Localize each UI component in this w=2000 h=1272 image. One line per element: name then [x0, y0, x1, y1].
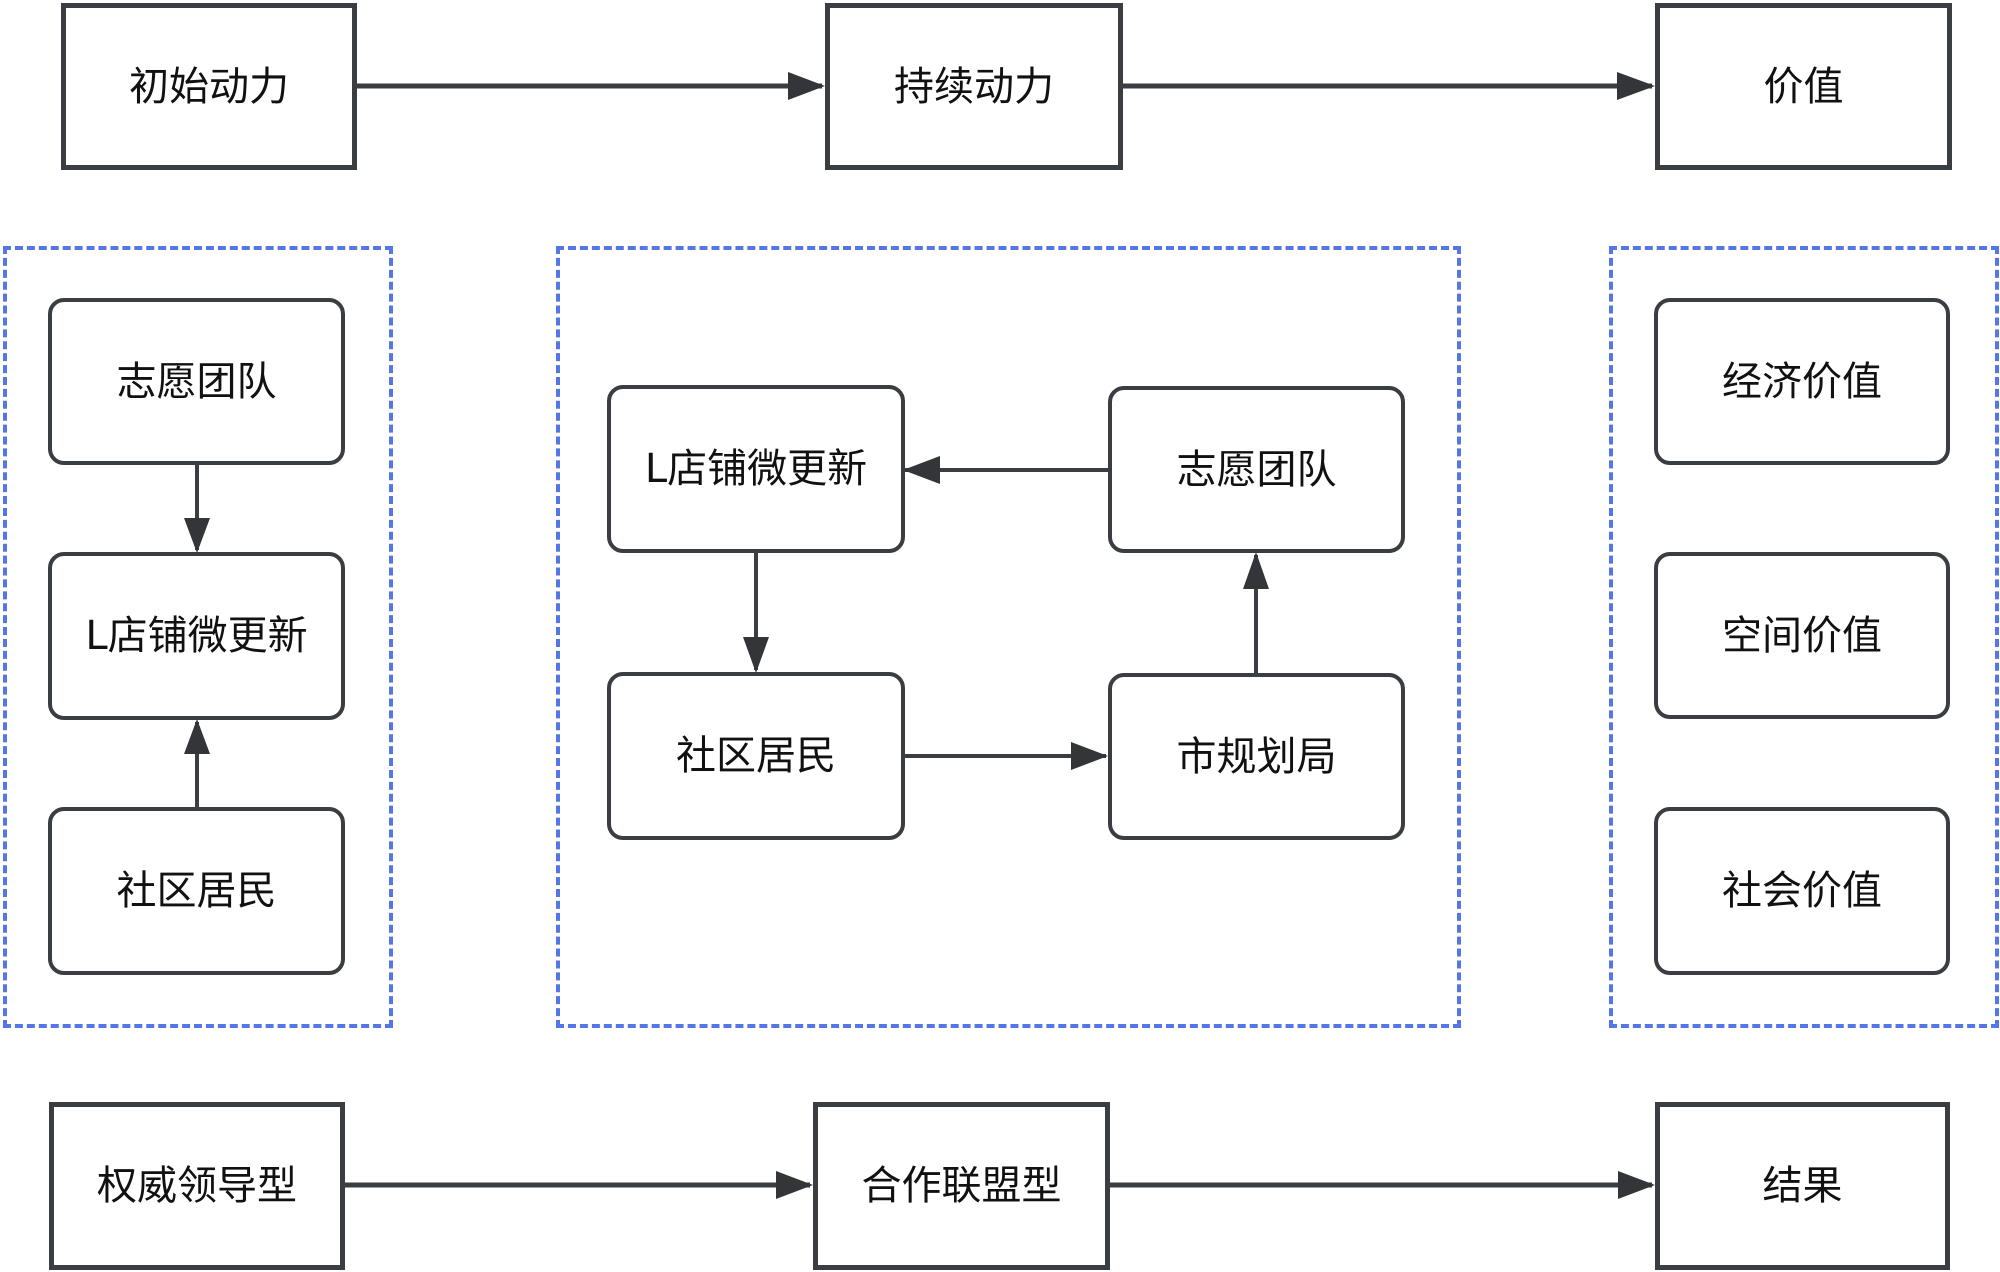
node-label: 价值	[1763, 63, 1844, 110]
node-result[interactable]: 结果	[1655, 1102, 1950, 1270]
node-label: 志愿团队	[1176, 446, 1337, 493]
left-group-frame	[3, 246, 393, 1028]
arrowhead-sustained-to-value	[1617, 72, 1655, 100]
node-center-community-residents[interactable]: 社区居民	[607, 672, 905, 840]
node-center-shop-micro-renewal[interactable]: L店铺微更新	[607, 385, 905, 553]
right-group-frame	[1609, 246, 1999, 1028]
node-center-planning-bureau[interactable]: 市规划局	[1108, 673, 1405, 840]
node-label: 结果	[1762, 1163, 1843, 1209]
node-sustained-driving-force[interactable]: 持续动力	[825, 3, 1123, 170]
node-label: 社区居民	[116, 868, 277, 914]
node-label: L店铺微更新	[85, 613, 308, 659]
node-center-volunteer-team[interactable]: 志愿团队	[1108, 386, 1405, 553]
arrowhead-authority-to-alliance	[776, 1171, 813, 1199]
node-economic-value[interactable]: 经济价值	[1654, 298, 1950, 465]
node-left-volunteer-team[interactable]: 志愿团队	[48, 298, 345, 465]
node-label: 社会价值	[1722, 868, 1882, 914]
node-label: 志愿团队	[116, 358, 277, 405]
node-spatial-value[interactable]: 空间价值	[1654, 552, 1950, 719]
node-label: 空间价值	[1722, 612, 1882, 659]
node-label: L店铺微更新	[644, 446, 868, 492]
node-label: 经济价值	[1722, 358, 1882, 405]
node-left-community-residents[interactable]: 社区居民	[48, 807, 345, 975]
node-left-shop-micro-renewal[interactable]: L店铺微更新	[48, 552, 345, 720]
center-group-frame	[556, 246, 1461, 1028]
node-social-value[interactable]: 社会价值	[1654, 807, 1950, 975]
arrowhead-initial-to-sustained	[788, 72, 825, 100]
arrowhead-alliance-to-result	[1618, 1171, 1655, 1199]
node-label: 权威领导型	[97, 1163, 297, 1209]
node-authority-leadership-type[interactable]: 权威领导型	[49, 1102, 345, 1270]
node-cooperative-alliance-type[interactable]: 合作联盟型	[813, 1102, 1110, 1270]
node-label: 市规划局	[1176, 733, 1337, 780]
node-initial-driving-force[interactable]: 初始动力	[61, 3, 357, 170]
node-label: 合作联盟型	[861, 1163, 1062, 1209]
node-label: 持续动力	[894, 63, 1054, 110]
node-value[interactable]: 价值	[1655, 3, 1952, 170]
node-label: 初始动力	[129, 63, 289, 110]
node-label: 社区居民	[676, 733, 836, 779]
